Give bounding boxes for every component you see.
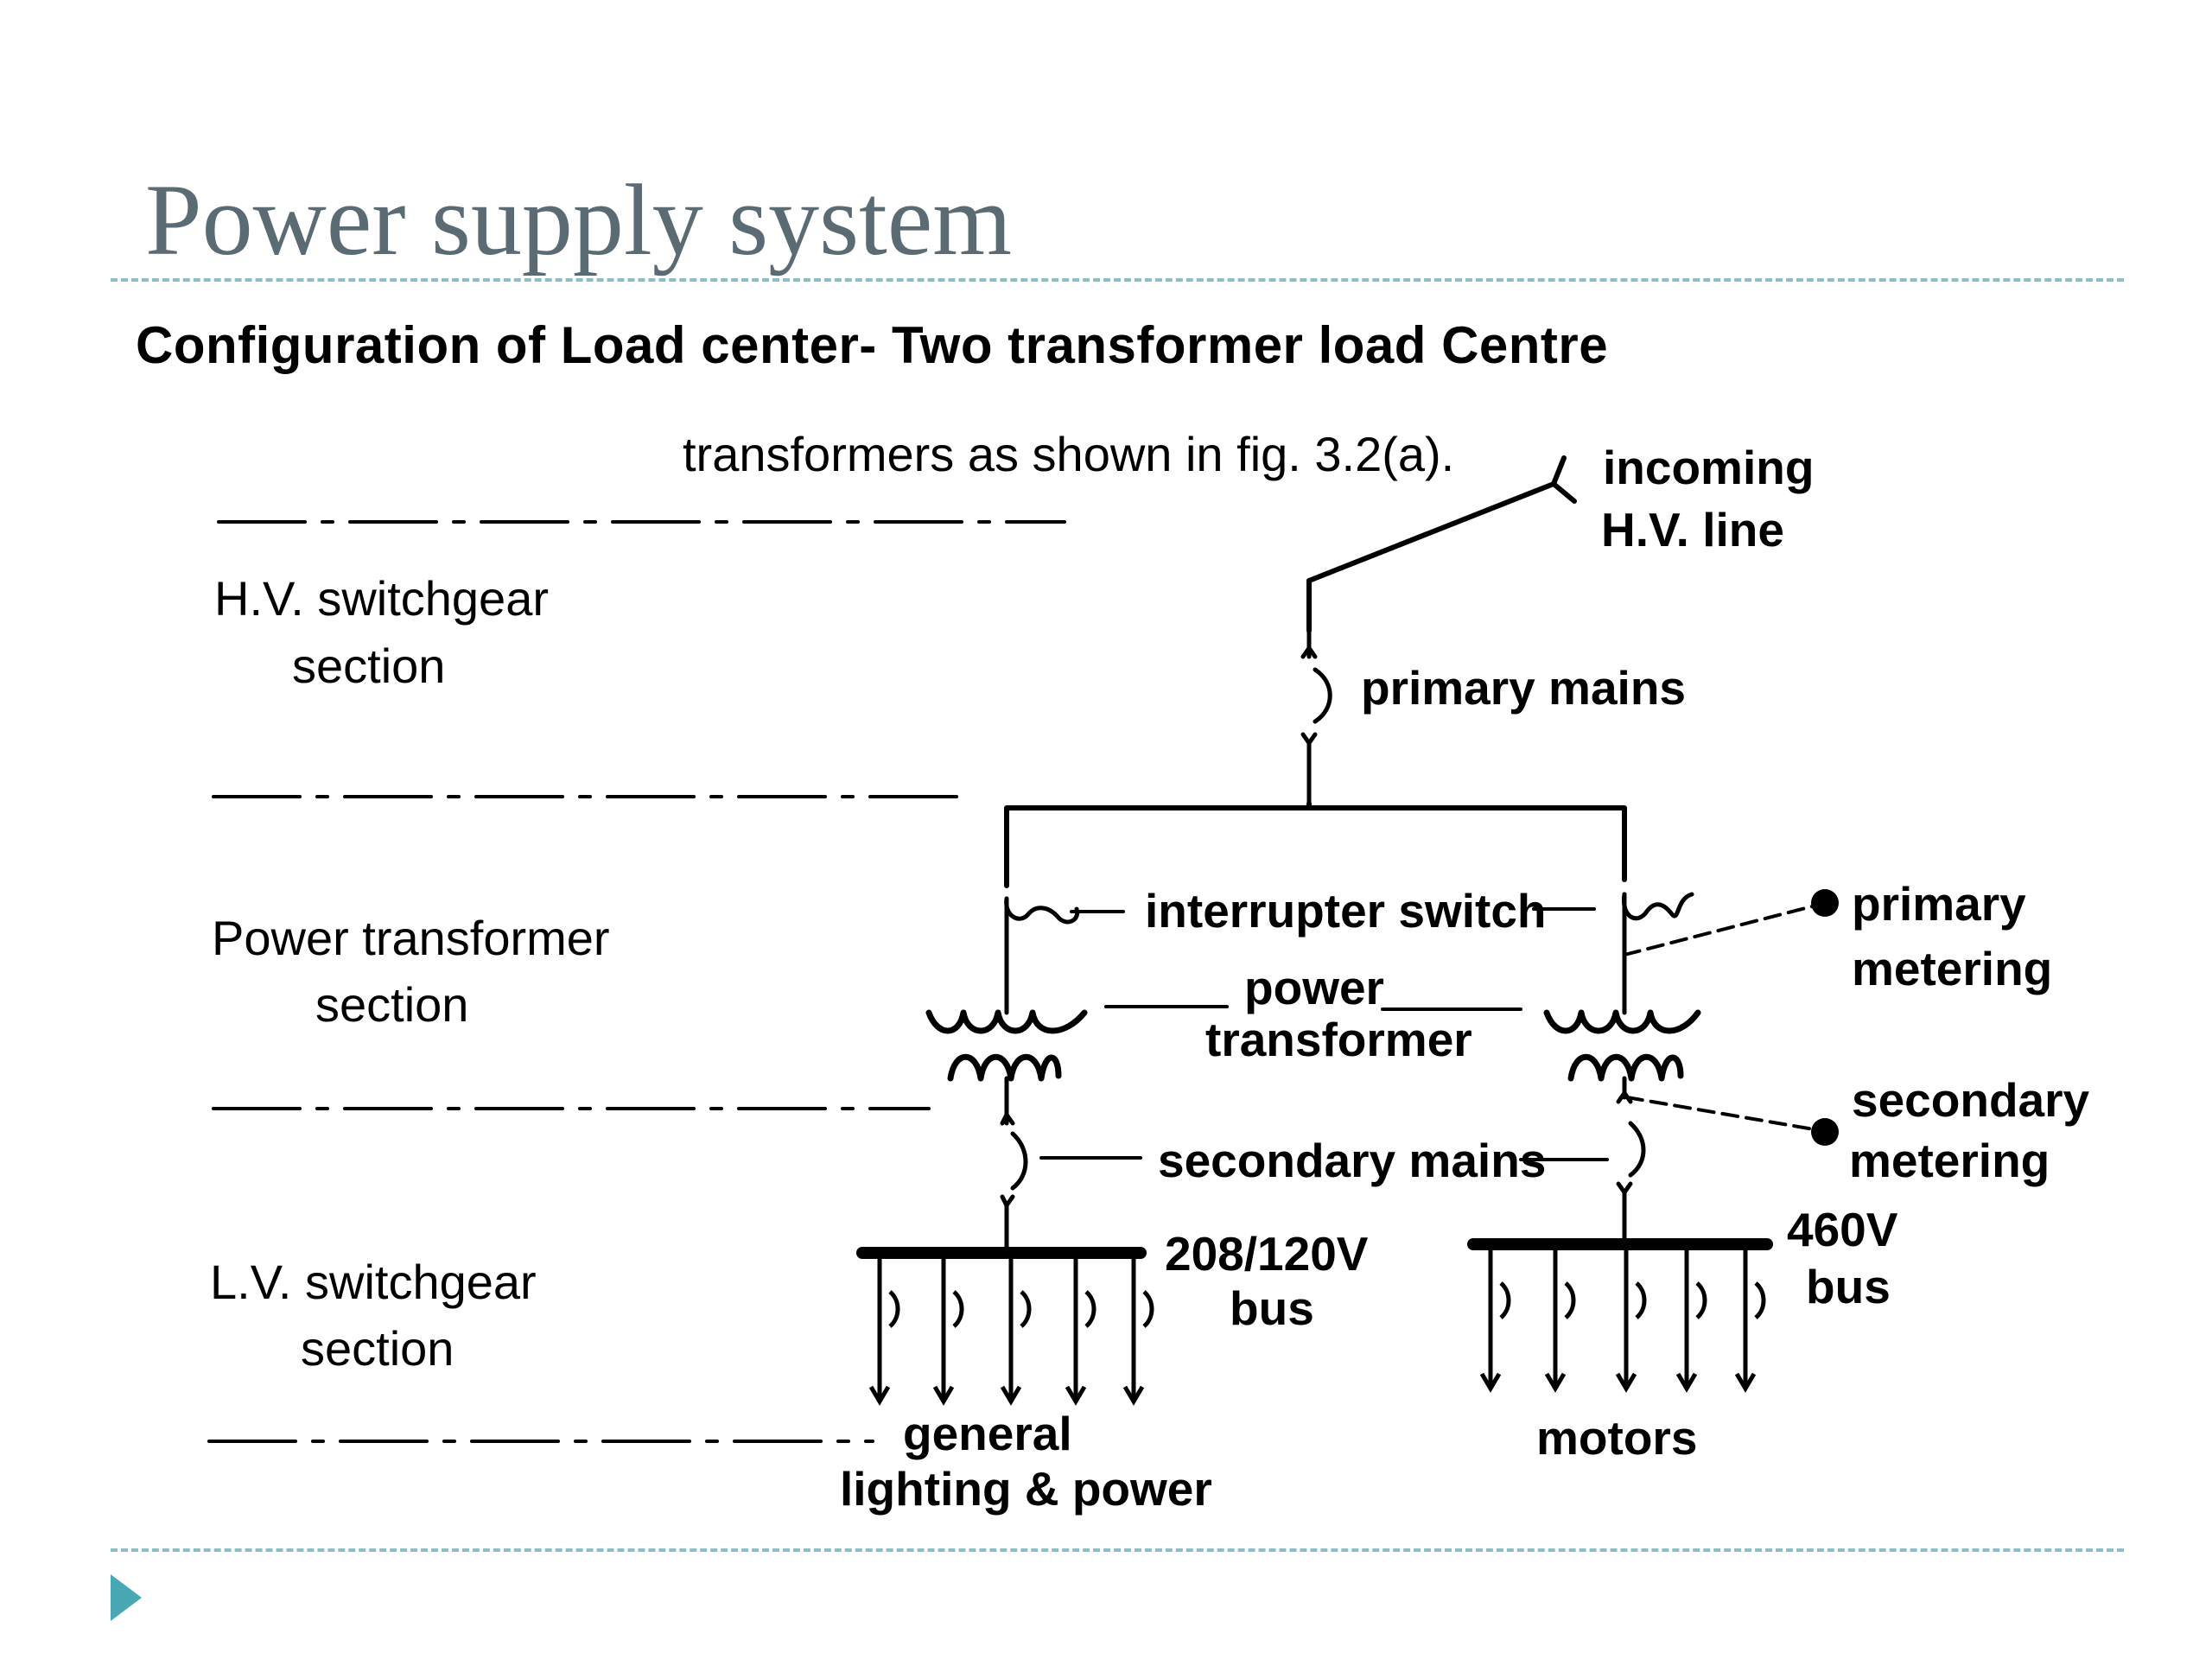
load-left-label-2: lighting & power (840, 1462, 1212, 1516)
section-pt-line2: section (315, 977, 468, 1032)
power-transformer-label-1: power (1244, 961, 1384, 1014)
feeder-breaker-icon (1000, 1259, 1032, 1406)
footer-divider (111, 1548, 2124, 1552)
feeder-breaker-icon (1615, 1250, 1647, 1393)
section-hv-line1: H.V. switchgear (214, 571, 549, 626)
primary-metering-dot-icon (1811, 889, 1839, 917)
incoming-line-icon (1306, 455, 1577, 633)
slide-title: Power supply system (145, 163, 1012, 276)
primary-metering-link (1623, 903, 1821, 957)
feeder-breaker-icon (1734, 1250, 1766, 1393)
hv-split-bus (1004, 805, 1627, 888)
incoming-line-label-2: H.V. line (1601, 503, 1784, 556)
feeder-breaker-icon (868, 1259, 900, 1406)
feeder-breaker-icon (1479, 1250, 1511, 1393)
feeder-breaker-icon (932, 1259, 964, 1406)
caption-fragment: transformers as shown in fig. 3.2(a). (683, 427, 1454, 481)
interrupter-switch-label: interrupter switch (1145, 884, 1547, 938)
bullet-triangle-icon (111, 1574, 142, 1621)
interrupter-switch-right-icon (1621, 892, 1694, 996)
section-lv-line2: section (301, 1321, 454, 1376)
bus-left-label-1: 208/120V (1165, 1227, 1369, 1281)
primary-metering-label-2: metering (1852, 942, 2052, 995)
section-pt-line1: Power transformer (212, 911, 610, 965)
bus-left-label-2: bus (1230, 1281, 1314, 1335)
primary-mains-disconnect-icon (1300, 628, 1332, 806)
primary-mains-label: primary mains (1361, 661, 1686, 715)
interrupter-switch-left-icon (1004, 896, 1080, 996)
feeders-left (868, 1259, 1154, 1406)
load-left-label-1: general (903, 1407, 1072, 1460)
secondary-disconnect-right-icon (1616, 1088, 1646, 1247)
secondary-metering-label-1: secondary (1852, 1073, 2090, 1127)
secondary-metering-link (1625, 1096, 1821, 1132)
feeder-breaker-icon (1544, 1250, 1576, 1393)
secondary-metering-dot-icon (1811, 1118, 1839, 1146)
feeder-breaker-icon (1675, 1250, 1707, 1393)
feeder-breaker-icon (1065, 1259, 1096, 1406)
secondary-disconnect-left-icon (1000, 1112, 1028, 1255)
title-divider (111, 278, 2124, 282)
section-hv-line2: section (292, 639, 445, 693)
power-transformer-right-icon (1543, 991, 1701, 1093)
slide-subtitle: Configuration of Load center- Two transf… (136, 316, 1609, 374)
power-transformer-label-2: transformer (1205, 1013, 1472, 1066)
bus-right-label-1: 460V (1787, 1203, 1898, 1256)
bus-right-label-2: bus (1806, 1260, 1891, 1313)
primary-metering-label-1: primary (1852, 877, 2026, 931)
feeder-breaker-icon (1122, 1259, 1154, 1406)
secondary-mains-label: secondary mains (1158, 1134, 1546, 1187)
secondary-metering-label-2: metering (1849, 1134, 2050, 1187)
incoming-line-label-1: incoming (1603, 441, 1814, 494)
power-transformer-left-icon (925, 991, 1088, 1126)
load-right-label: motors (1536, 1411, 1697, 1465)
section-lv-line1: L.V. switchgear (210, 1255, 537, 1309)
feeders-right (1479, 1250, 1766, 1393)
